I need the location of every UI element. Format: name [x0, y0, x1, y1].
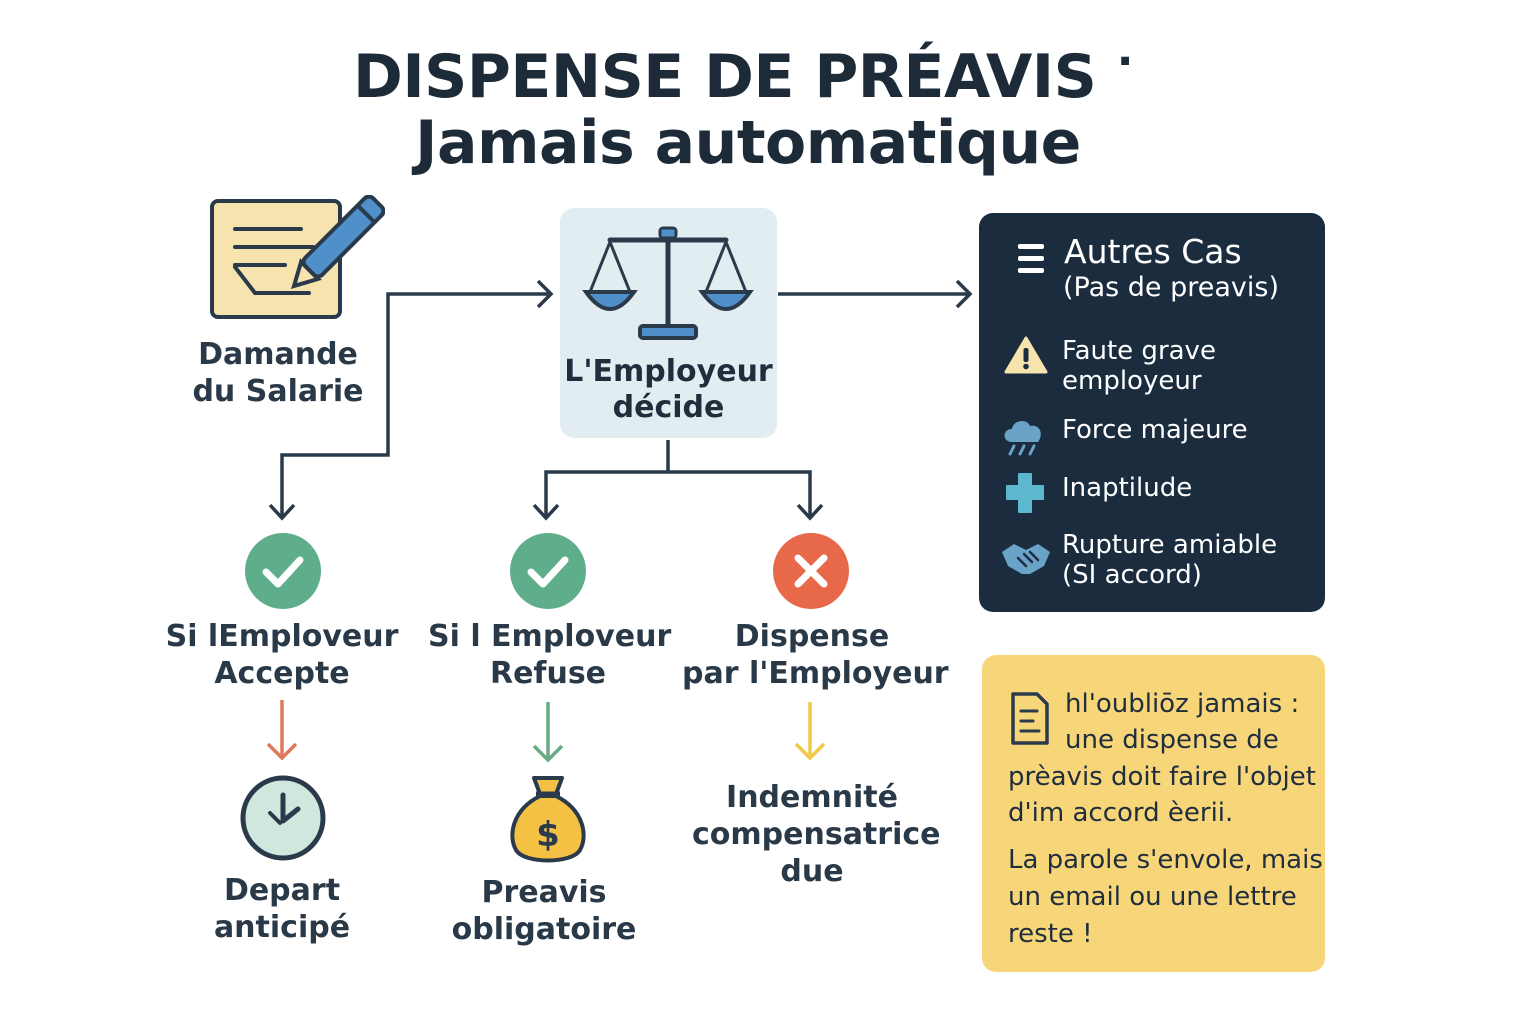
node-employer-label: L'Employeur décide [564, 354, 773, 425]
list-icon [1016, 242, 1048, 276]
arrow-request-to-employer [280, 292, 548, 518]
check-circle-icon [245, 533, 321, 609]
svg-text:$: $ [536, 815, 560, 855]
node-early-label: Depart anticipé [213, 873, 351, 945]
arrow-accept-to-early [266, 700, 298, 761]
note-line-2: une dispense de [1065, 725, 1279, 755]
note-line-1: hl'oubliōz jamais : [1065, 689, 1300, 719]
note-line-6: un email ou une lettre [1008, 882, 1297, 912]
arrow-refuse-to-mandatory [532, 702, 564, 763]
note-document-icon [1009, 691, 1051, 747]
case-inaptitude: Inaptilude [1062, 473, 1193, 503]
node-refuse-label: Si l Emploveur Refuse [428, 619, 672, 691]
case-force-majeure: Force majeure [1062, 415, 1248, 445]
note-line-7: reste ! [1008, 919, 1093, 949]
warning-icon [1004, 335, 1048, 375]
handshake-icon [1000, 538, 1052, 578]
note-line-4: d'im accord èerii. [1008, 798, 1234, 828]
node-request-label: Damande du Salarie [192, 337, 364, 409]
case-faute-grave: Faute grave employeur [1062, 336, 1216, 396]
node-accept-label: Si lEmploveur Accepte [165, 619, 399, 691]
node-mandatory-label: Preavis obligatoire [451, 875, 637, 947]
scales-icon [582, 222, 754, 346]
case-rupture-amiable: Rupture amiable (SI accord) [1062, 530, 1278, 590]
node-indemnity-label: Indemnité compensatrice due [692, 780, 941, 889]
node-dispense-label: Dispense par l'Employeur [682, 619, 949, 691]
money-bag-icon: $ [506, 772, 590, 868]
medical-cross-icon [1005, 472, 1045, 514]
page-title-line1: DISPENSE DE PRÉAVIS · [353, 36, 1133, 112]
check-circle-icon [510, 533, 586, 609]
page-title-line2: Jamais automatique [415, 108, 1081, 178]
note-line-5: La parole s'envole, mais [1008, 845, 1323, 875]
note-line-3: prèavis doit faire l'objet [1008, 762, 1316, 792]
clock-icon [238, 773, 328, 863]
arrow-employer-split [544, 440, 812, 518]
x-circle-icon [773, 533, 849, 609]
arrow-dispense-to-indemnity [794, 702, 826, 761]
storm-cloud-icon [1000, 412, 1048, 458]
other-cases-title: Autres Cas [1064, 232, 1242, 271]
document-pen-icon [205, 194, 386, 325]
other-cases-subtitle: (Pas de preavis) [1063, 272, 1280, 303]
